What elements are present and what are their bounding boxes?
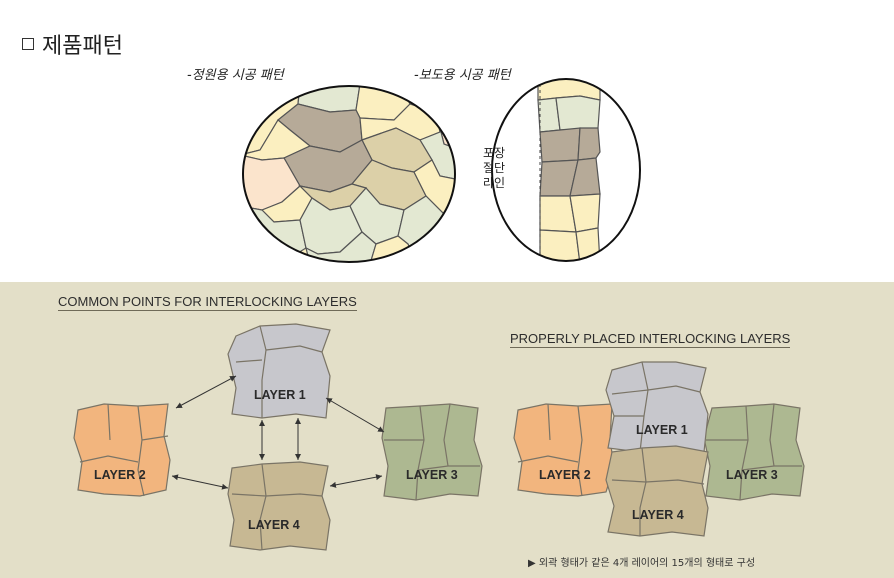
cut-label-line-2: 절단 <box>482 161 506 175</box>
square-bullet-icon <box>22 38 34 50</box>
properly-placed-title: PROPERLY PLACED INTERLOCKING LAYERS <box>510 331 791 348</box>
walkway-oval-outline <box>491 78 641 262</box>
cut-label-line-3: 라인 <box>482 176 506 190</box>
walkway-pattern-caption: -보도용 시공 패턴 <box>414 68 511 83</box>
garden-pattern-oval <box>243 86 455 262</box>
common-points-title: COMMON POINTS FOR INTERLOCKING LAYERS <box>58 294 357 311</box>
layer-3-label: LAYER 3 <box>406 468 458 482</box>
page-title-text: 제품패턴 <box>42 34 123 59</box>
footnote: ▶ 외곽 형태가 같은 4개 레이어의 15개의 형태로 구성 <box>528 554 755 569</box>
placed-layer-3-label: LAYER 3 <box>726 468 778 482</box>
triangle-bullet-icon: ▶ <box>528 558 536 569</box>
pattern-illustrations <box>242 78 641 263</box>
placed-layer-2-label: LAYER 2 <box>539 468 591 482</box>
placed-layer-1-label: LAYER 1 <box>636 423 688 437</box>
walkway-pattern-oval <box>492 79 640 261</box>
layer-1-label: LAYER 1 <box>254 388 306 402</box>
page-title: 제품패턴 <box>22 28 123 60</box>
cut-line-label: 포장 절단 라인 <box>478 146 510 191</box>
garden-oval-outline <box>242 85 456 263</box>
layer-4-label: LAYER 4 <box>248 518 300 532</box>
garden-pattern-caption: -정원용 시공 패턴 <box>187 68 284 83</box>
footnote-text: 외곽 형태가 같은 4개 레이어의 15개의 형태로 구성 <box>538 558 756 569</box>
layer-2-label: LAYER 2 <box>94 468 146 482</box>
placed-layer-4-label: LAYER 4 <box>632 508 684 522</box>
cut-label-line-1: 포장 <box>482 146 506 160</box>
interlocking-layers-panel <box>0 282 894 578</box>
